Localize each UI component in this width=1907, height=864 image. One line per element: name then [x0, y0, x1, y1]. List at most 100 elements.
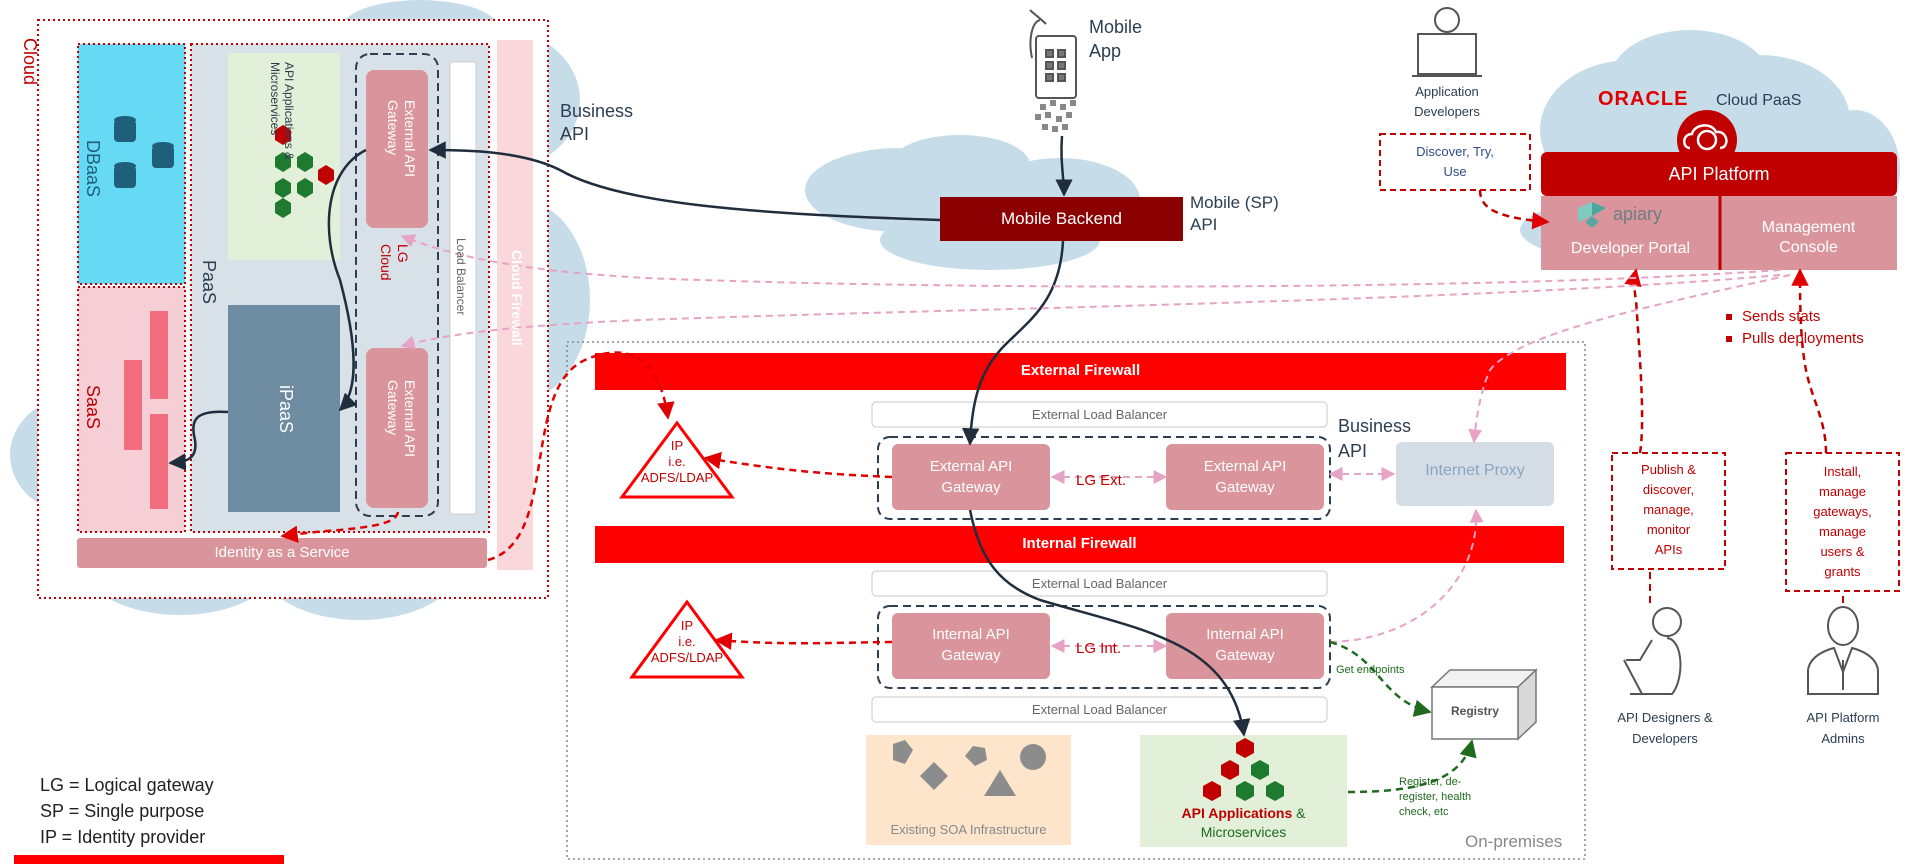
cloud-label: Cloud [20, 38, 40, 86]
lg-int-box [877, 605, 1331, 689]
arrow-get-endpoints [1329, 640, 1432, 717]
pulls-deploy-label: Pulls deployments [1742, 330, 1864, 347]
soa-shapes-icon [893, 740, 1046, 796]
arrow-install-to-console [1791, 268, 1828, 454]
arrow-console-to-cloud-gw [400, 234, 1781, 288]
api-platform-bar[interactable] [1541, 152, 1897, 196]
internet-proxy-label: Internet Proxy [1425, 462, 1525, 479]
onprem-hexagon-icon [1203, 738, 1284, 801]
api-apps-amp: & [1292, 805, 1306, 821]
mobile-backend-box[interactable] [940, 197, 1183, 241]
apiary-label: apiary [1613, 204, 1663, 224]
dev-portal-label: Developer Portal [1570, 240, 1691, 257]
arrow-int-to-proxy [1329, 508, 1484, 643]
designer-person-icon [1623, 607, 1682, 695]
saas-label: SaaS [83, 385, 103, 430]
get-endpoints-label: Get endpoints [1336, 664, 1405, 676]
paas-label: PaaS [199, 260, 219, 305]
ext-gw-right-box [1166, 444, 1324, 510]
bullet-pulls-deployments [1726, 336, 1732, 342]
legend-sp: SP = Single purpose [40, 801, 205, 821]
cloud-paas-label: Cloud PaaS [1716, 92, 1802, 109]
arrow-console-to-cloud-gw2 [400, 274, 1781, 350]
registry-label: Registry [1450, 704, 1500, 718]
legend-lg: LG = Logical gateway [40, 775, 214, 795]
mobile-phone-icon [1029, 9, 1077, 99]
arrow-cloud-gw-to-ipaas [327, 148, 367, 412]
identity-label: Identity as a Service [214, 544, 350, 561]
ext-lb-3-box [871, 696, 1328, 723]
int-firewall-label: Internal Firewall [1022, 535, 1137, 552]
discover-label: Discover, Try,Use [1416, 144, 1494, 179]
lg-ext-label: LG Ext. [1076, 472, 1127, 489]
registry-icon [1430, 668, 1538, 741]
ext-lb-2-box [871, 570, 1328, 597]
pixel-dots-icon [1035, 100, 1076, 132]
cloud-service-icon [1677, 110, 1737, 170]
legend-ip: IP = Identity provider [40, 827, 206, 847]
onprem-label: On-premises [1465, 832, 1563, 851]
int-gw-left-box [892, 613, 1050, 679]
ext-firewall-label: External Firewall [1020, 362, 1141, 379]
arrow-gw-to-identity [280, 511, 400, 543]
identity-box [77, 538, 487, 568]
ext-lb-3-label: External Load Balancer [1031, 702, 1168, 717]
saas-bars-icon [124, 311, 168, 509]
mobile-backend-label: Mobile Backend [1001, 209, 1122, 228]
onprem-api-apps-label: API Applications & Microservices [1181, 805, 1306, 840]
onprem-box [566, 341, 1586, 860]
arrow-discover-to-portal [1478, 189, 1550, 230]
dbaas-label: DBaaS [83, 140, 103, 198]
ext-gw-bottom-box [366, 348, 428, 508]
arrow-publish-to-portal [1624, 268, 1644, 454]
arrow-backend-to-cloud-gw [428, 141, 941, 222]
arrow-gw-to-ip1 [703, 451, 893, 479]
arrow-gw-to-apps [968, 509, 1251, 737]
ext-gw-left-box [892, 444, 1050, 510]
mobile-sp-api-label: Mobile (SP)API [1190, 193, 1279, 234]
load-balancer-label: Load Balancer [454, 238, 468, 316]
external-firewall-bar [595, 353, 1566, 390]
admin-person-icon [1807, 606, 1879, 695]
api-platform-label: API Platform [1668, 164, 1770, 184]
designers-label: API Designers &Developers [1617, 710, 1713, 746]
internet-proxy-box [1396, 442, 1554, 506]
install-box [1785, 452, 1900, 592]
legend-bar [14, 855, 284, 864]
discover-box [1379, 133, 1531, 191]
arrow-backend-to-ext-gw [961, 240, 1065, 446]
bullet-sends-stats [1726, 314, 1732, 320]
cloud-firewall-label: Cloud Firewall [509, 250, 525, 346]
arrow-gw-to-ip2 [714, 632, 893, 650]
load-balancer-box [449, 61, 477, 515]
internal-firewall-bar [595, 526, 1564, 563]
developer-laptop-icon [1412, 7, 1482, 77]
publish-box [1611, 452, 1726, 570]
api-apps-bold: API Applications [1181, 805, 1293, 821]
ipaas-box [228, 305, 340, 512]
ext-lb-1-label: External Load Balancer [1031, 407, 1168, 422]
arrow-ipaas-to-saas [168, 410, 229, 471]
soa-label: Existing SOA Infrastructure [890, 822, 1047, 837]
cloud-firewall-box [497, 40, 533, 570]
arrow-app-to-backend [1055, 135, 1073, 197]
oracle-logo: ORACLE [1598, 88, 1689, 110]
apiary-logo-icon [1578, 202, 1606, 228]
